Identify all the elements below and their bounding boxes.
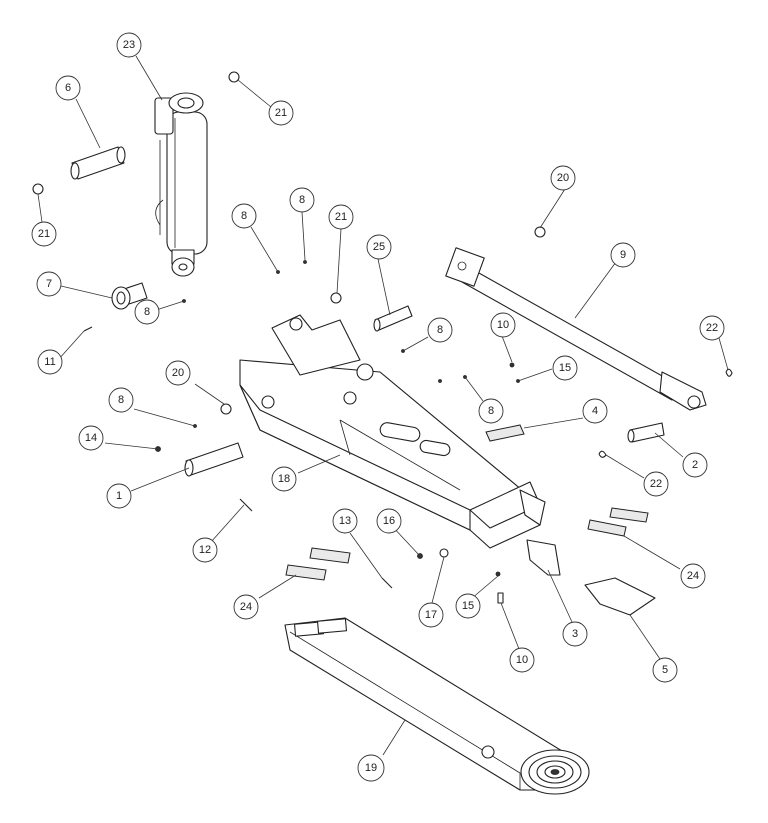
bracket-5 [584, 577, 656, 616]
svg-text:21: 21 [38, 228, 50, 240]
hydraulic-cylinder [154, 92, 208, 277]
svg-text:2: 2 [692, 459, 698, 471]
main-frame [239, 314, 546, 549]
balloon-10: 10 [509, 647, 535, 673]
balloon-23: 23 [116, 32, 142, 58]
svg-text:10: 10 [516, 654, 528, 666]
balloon-18: 18 [271, 466, 297, 492]
plate-3 [526, 539, 561, 576]
svg-text:8: 8 [488, 405, 494, 417]
svg-text:3: 3 [572, 628, 578, 640]
pad-24-left-a [309, 547, 351, 564]
svg-text:15: 15 [462, 600, 474, 612]
balloon-8: 8 [289, 187, 315, 213]
balloon-2: 2 [682, 452, 708, 478]
balloon-15: 15 [552, 355, 578, 381]
balloon-19: 19 [357, 754, 385, 782]
svg-text:12: 12 [199, 544, 211, 556]
balloon-11: 11 [37, 349, 63, 375]
svg-text:21: 21 [335, 211, 347, 223]
balloon-1: 1 [106, 483, 132, 509]
svg-text:18: 18 [278, 473, 290, 485]
balloon-16: 16 [376, 508, 402, 534]
svg-text:13: 13 [339, 515, 351, 527]
pad-24-left-b [285, 564, 327, 581]
svg-text:11: 11 [44, 356, 55, 368]
balloon-4: 4 [582, 398, 608, 424]
balloon-22: 22 [699, 315, 725, 341]
balloon-13: 13 [332, 508, 358, 534]
svg-text:24: 24 [687, 570, 699, 582]
svg-text:21: 21 [275, 107, 287, 119]
svg-text:15: 15 [559, 362, 571, 374]
svg-text:6: 6 [65, 82, 71, 94]
svg-text:20: 20 [172, 367, 184, 379]
leader-lines [37, 55, 729, 756]
svg-text:23: 23 [123, 39, 135, 51]
pad-4 [485, 424, 525, 442]
svg-text:1: 1 [116, 490, 122, 502]
snap-ring-21b [32, 183, 44, 195]
balloon-8: 8 [427, 317, 453, 343]
balloon-14: 14 [78, 425, 104, 451]
balloon-9: 9 [610, 242, 636, 268]
balloon-17: 17 [418, 602, 444, 628]
svg-text:9: 9 [620, 249, 626, 261]
svg-text:8: 8 [118, 394, 124, 406]
balloon-21: 21 [31, 221, 57, 247]
svg-text:5: 5 [662, 664, 668, 676]
balloon-24: 24 [233, 594, 259, 620]
balloon-5: 5 [652, 657, 678, 683]
balloon-8: 8 [478, 398, 504, 424]
svg-text:20: 20 [557, 172, 569, 184]
svg-text:14: 14 [85, 432, 97, 444]
small-hardware [83, 260, 733, 604]
balloon-24: 24 [680, 563, 706, 589]
svg-text:16: 16 [383, 515, 395, 527]
balloon-10: 10 [490, 312, 516, 338]
pin-1 [184, 442, 244, 477]
pad-24-right-a [609, 507, 649, 523]
svg-text:4: 4 [592, 405, 598, 417]
balloon-8: 8 [108, 387, 134, 413]
svg-text:8: 8 [299, 194, 305, 206]
svg-text:8: 8 [437, 324, 443, 336]
balloon-20: 20 [550, 165, 576, 191]
svg-text:19: 19 [365, 762, 377, 774]
snap-ring-20a [534, 226, 546, 238]
snap-ring-21c [330, 292, 342, 304]
balloon-25: 25 [366, 234, 392, 260]
balloon-20: 20 [165, 360, 191, 386]
balloon-15: 15 [455, 593, 481, 619]
balloon-12: 12 [192, 537, 218, 563]
snap-ring-20b [220, 403, 232, 415]
pad-24-right-b [587, 519, 627, 537]
balloon-21: 21 [328, 204, 354, 230]
snap-ring-21a [228, 71, 240, 83]
svg-text:25: 25 [373, 241, 385, 253]
balloon-22: 22 [643, 471, 669, 497]
svg-text:22: 22 [706, 322, 718, 334]
balloon-8: 8 [231, 203, 257, 229]
balloon-7: 7 [36, 271, 62, 297]
svg-text:10: 10 [497, 319, 509, 331]
balloon-21: 21 [268, 100, 294, 126]
beam-19 [284, 617, 590, 795]
balloon-6: 6 [55, 75, 81, 101]
balloon-3: 3 [562, 621, 588, 647]
svg-text:8: 8 [144, 306, 150, 318]
svg-text:22: 22 [650, 478, 662, 490]
balloon-8: 8 [134, 299, 160, 325]
svg-text:8: 8 [241, 210, 247, 222]
svg-text:24: 24 [240, 601, 252, 613]
pin-2 [627, 422, 665, 443]
pin-6 [70, 146, 126, 180]
svg-text:17: 17 [425, 609, 437, 621]
svg-text:7: 7 [46, 278, 52, 290]
pin-25 [373, 305, 413, 332]
arm-9 [445, 247, 707, 411]
